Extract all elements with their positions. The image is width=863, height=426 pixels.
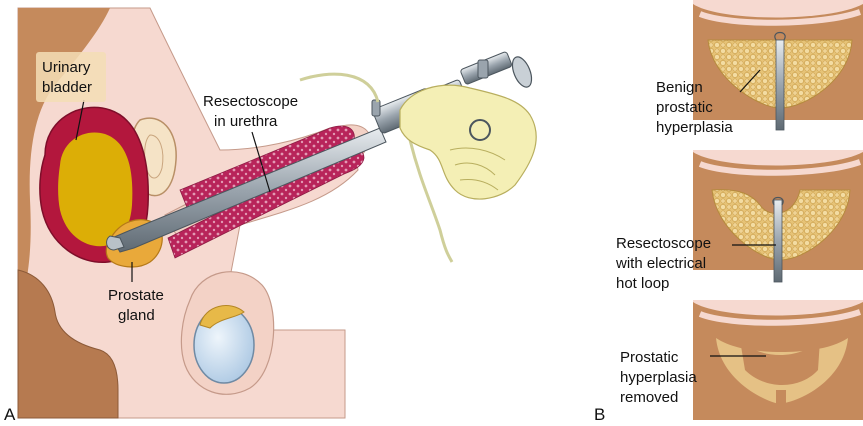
electrical-cable [408,139,454,263]
resectoscope-tip [106,235,125,251]
label-loop-line-2: with electrical [615,255,706,272]
label-prostate-line-1: Prostate [108,287,164,304]
bladder-lumen [58,132,133,247]
panel-b-figure: Benign prostatic hyperplasia Resectoscop… [594,0,863,424]
light-cable [299,72,380,103]
leader-bph [739,69,761,93]
label-bph: Benign prostatic hyperplasia [656,79,733,136]
label-resectoscope-in-urethra: Resectoscope in urethra [203,93,302,130]
thumb-ring [469,119,491,141]
leader-bladder [75,99,85,141]
stage-bph [693,0,863,131]
label-bph-line-1: Benign [656,79,703,96]
label-resectoscope-line-2: in urethra [214,113,278,130]
resectoscope-sheath [111,127,387,253]
label-bph-line-3: hyperplasia [656,119,733,136]
label-removed-line-3: removed [620,389,678,406]
label-bladder-line-1: Urinary [42,59,91,76]
label-prostate-gland: Prostate gland [108,287,168,324]
surgeon-hand [399,84,537,200]
label-removed-line-1: Prostatic [620,349,679,366]
label-loop-line-3: hot loop [616,275,669,292]
label-prostate-line-2: gland [118,307,155,324]
label-bph-line-2: prostatic [656,99,713,116]
label-urinary-bladder: Urinary bladder [42,59,95,96]
rectum-lower [17,269,119,419]
stage-removed [693,300,863,420]
panel-b-letter: B [594,405,605,424]
stage-resection [693,150,863,283]
label-removed: Prostatic hyperplasia removed [620,349,701,406]
label-loop-line-1: Resectoscope [616,235,711,252]
leader-resectoscope [251,131,271,193]
label-removed-line-2: hyperplasia [620,369,697,386]
panel-a-letter: A [4,405,16,424]
bladder-label-bg [36,52,106,102]
label-resectoscope-line-1: Resectoscope [203,93,298,110]
label-resectoscope-loop: Resectoscope with electrical hot loop [615,235,715,292]
epididymis [199,305,245,329]
panel-a-figure: Urinary bladder Resectoscope in urethra … [4,7,537,424]
label-bladder-line-2: bladder [42,79,92,96]
